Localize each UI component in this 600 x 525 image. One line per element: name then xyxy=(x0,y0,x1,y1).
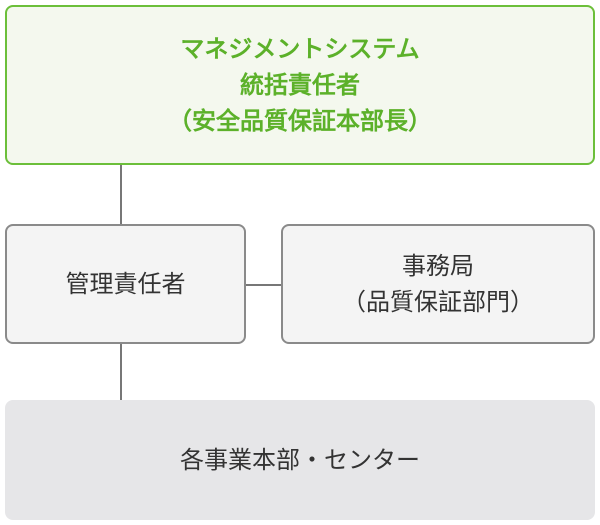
office-box: 事務局 （品質保証部門） xyxy=(281,224,595,344)
connector-top-to-manager xyxy=(120,165,122,224)
manager-box: 管理責任者 xyxy=(5,224,246,344)
top-management-box: マネジメントシステム 統括責任者 （安全品質保証本部長） xyxy=(5,5,595,165)
connector-manager-to-divisions xyxy=(120,344,122,400)
top-box-line-1: マネジメントシステム xyxy=(180,35,420,63)
divisions-box: 各事業本部・センター xyxy=(5,400,595,520)
connector-manager-to-office xyxy=(246,284,281,286)
manager-box-label: 管理責任者 xyxy=(65,270,186,298)
office-box-line-2: （品質保証部門） xyxy=(342,288,534,316)
divisions-box-label: 各事業本部・センター xyxy=(180,446,420,474)
office-box-line-1: 事務局 xyxy=(402,252,474,280)
top-box-line-3: （安全品質保証本部長） xyxy=(168,107,432,135)
top-box-line-2: 統括責任者 xyxy=(240,71,360,99)
